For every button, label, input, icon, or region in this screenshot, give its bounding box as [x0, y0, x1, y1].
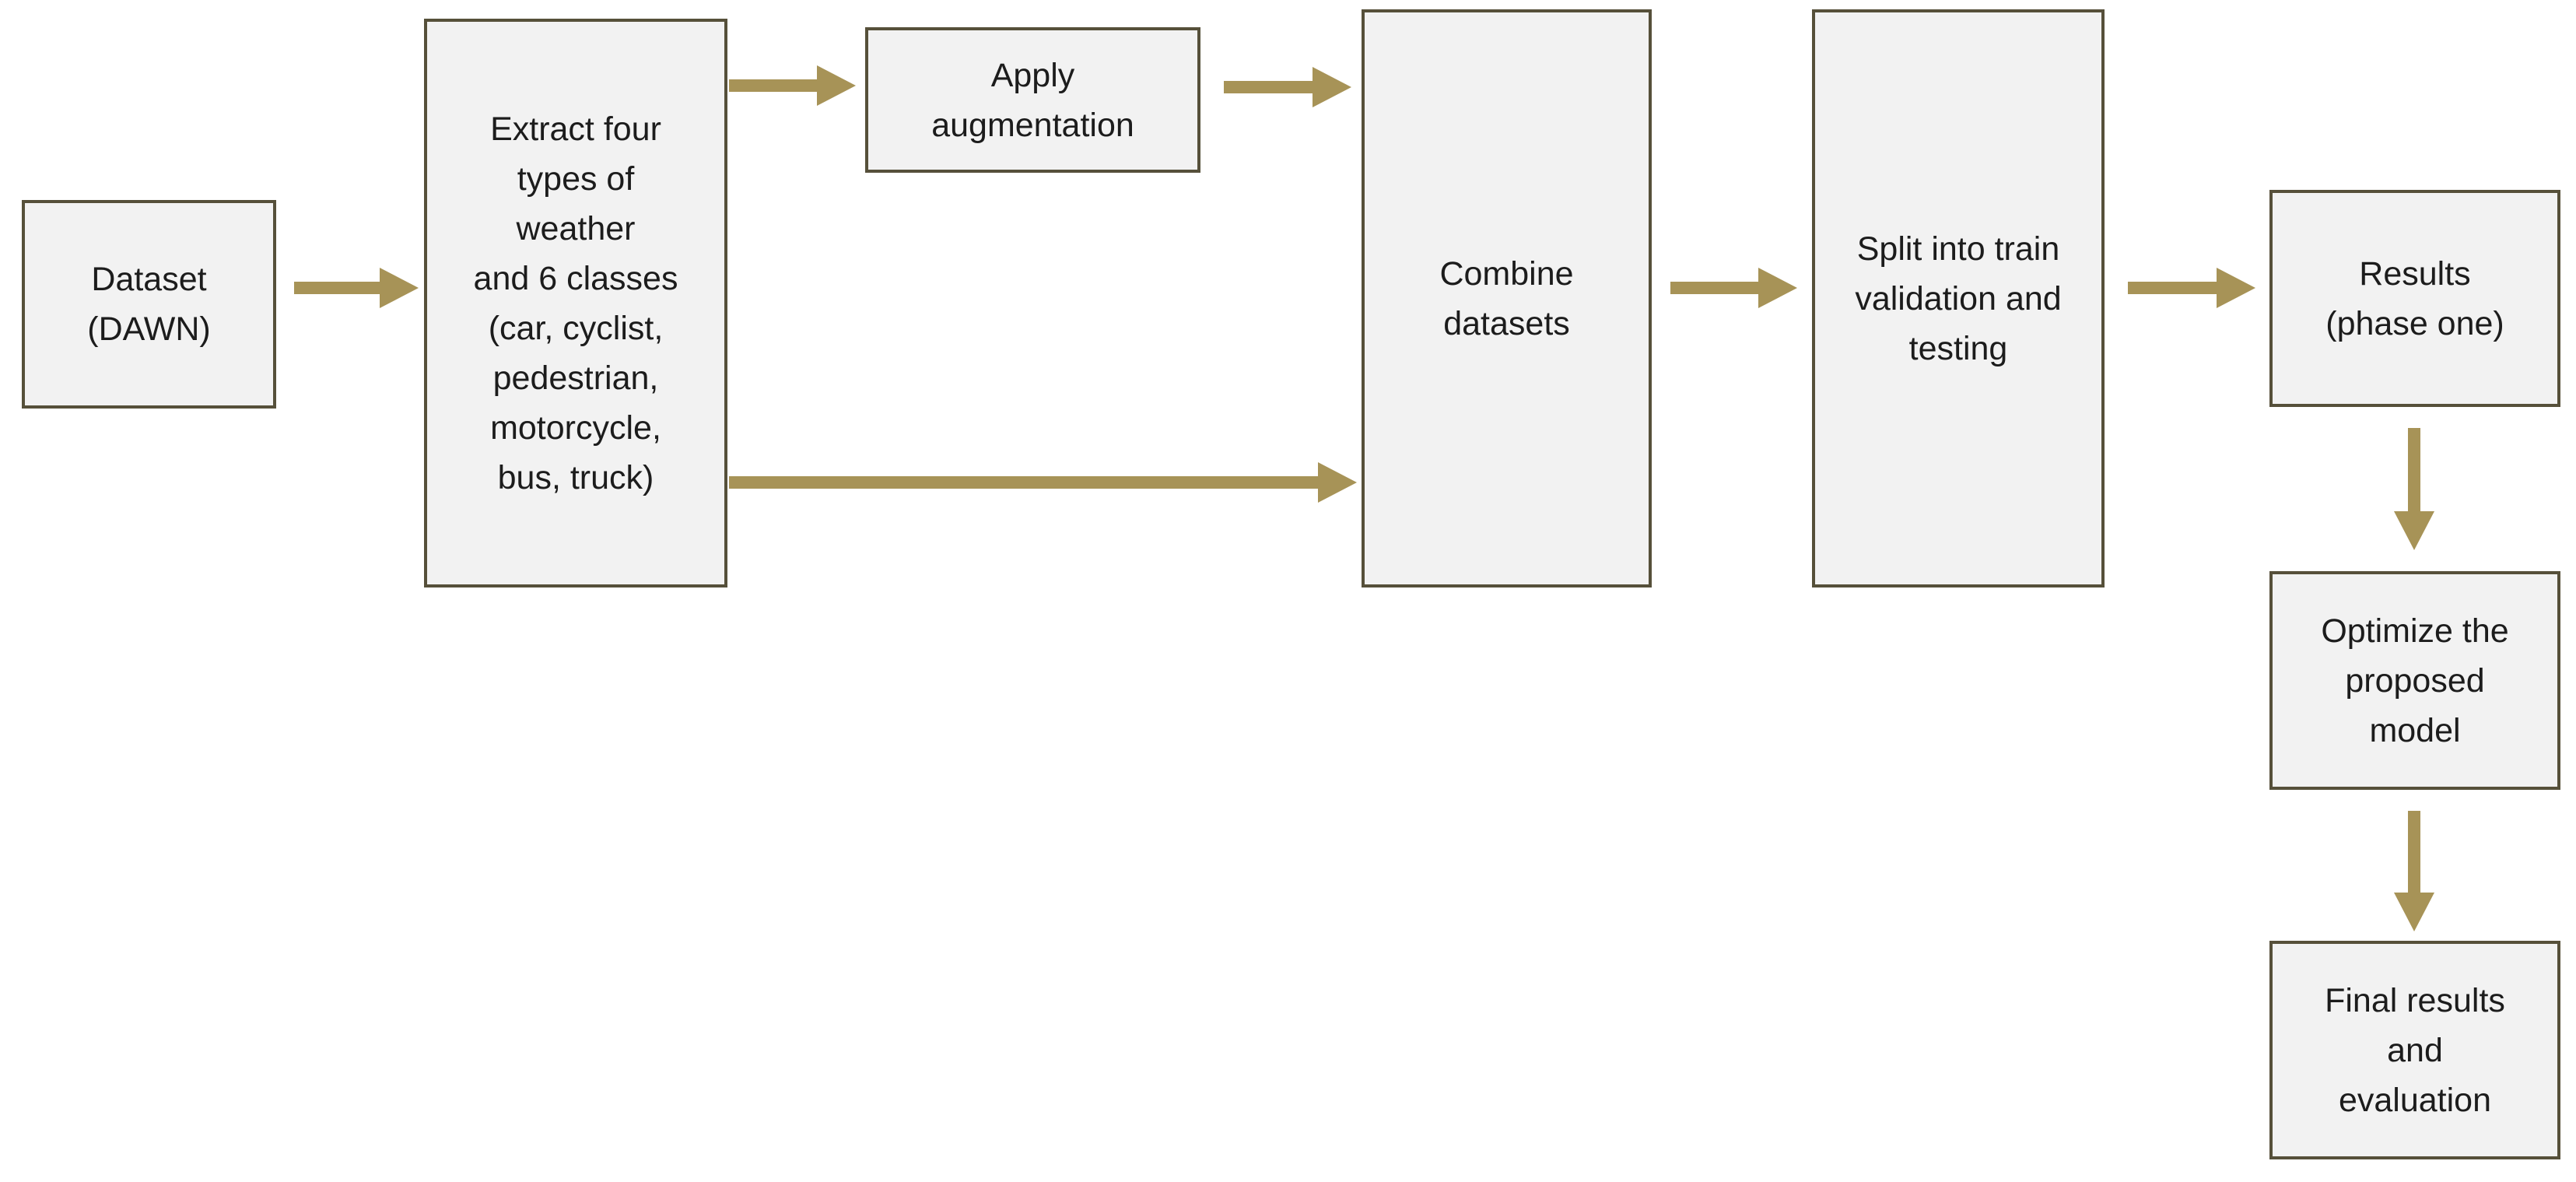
arrow-shaft — [729, 79, 817, 92]
node-combine: Combine datasets — [1362, 9, 1652, 587]
arrow-results-to-optimize-icon — [2394, 428, 2434, 550]
node-dataset: Dataset (DAWN) — [22, 200, 276, 409]
arrow-head — [1318, 462, 1357, 503]
arrow-head — [2217, 268, 2255, 308]
node-optimize-label: Optimize the proposed model — [2321, 612, 2509, 749]
arrow-combine-to-split-icon — [1670, 268, 1797, 308]
arrow-extract-to-augment-icon — [729, 65, 856, 106]
arrow-head — [2394, 893, 2434, 931]
arrow-shaft — [729, 476, 1318, 489]
arrow-shaft — [2408, 428, 2420, 511]
arrow-head — [1758, 268, 1797, 308]
arrow-head — [380, 268, 419, 308]
node-augment-label: Apply augmentation — [931, 56, 1134, 144]
node-results: Results (phase one) — [2269, 190, 2560, 407]
node-final-label: Final results and evaluation — [2325, 981, 2505, 1119]
node-combine-label: Combine datasets — [1439, 254, 1574, 342]
arrow-shaft — [1670, 282, 1758, 294]
node-final: Final results and evaluation — [2269, 941, 2560, 1159]
arrow-shaft — [2408, 811, 2420, 893]
node-extract-label: Extract four types of weather and 6 clas… — [473, 110, 678, 496]
node-split: Split into train validation and testing — [1812, 9, 2105, 587]
arrow-head — [817, 65, 856, 106]
arrow-shaft — [2128, 282, 2217, 294]
node-split-label: Split into train validation and testing — [1855, 230, 2062, 367]
node-extract: Extract four types of weather and 6 clas… — [424, 19, 727, 587]
node-augment: Apply augmentation — [865, 27, 1200, 173]
arrow-shaft — [1224, 81, 1313, 93]
arrow-dataset-to-extract-icon — [294, 268, 419, 308]
arrow-head — [2394, 511, 2434, 550]
arrow-head — [1313, 67, 1351, 107]
arrow-extract-to-combine-icon — [729, 462, 1357, 503]
arrow-augment-to-combine-icon — [1224, 67, 1351, 107]
arrow-split-to-results-icon — [2128, 268, 2255, 308]
arrow-optimize-to-final-icon — [2394, 811, 2434, 931]
node-results-label: Results (phase one) — [2325, 254, 2504, 342]
arrow-shaft — [294, 282, 380, 294]
node-dataset-label: Dataset (DAWN) — [87, 261, 211, 348]
node-optimize: Optimize the proposed model — [2269, 571, 2560, 790]
